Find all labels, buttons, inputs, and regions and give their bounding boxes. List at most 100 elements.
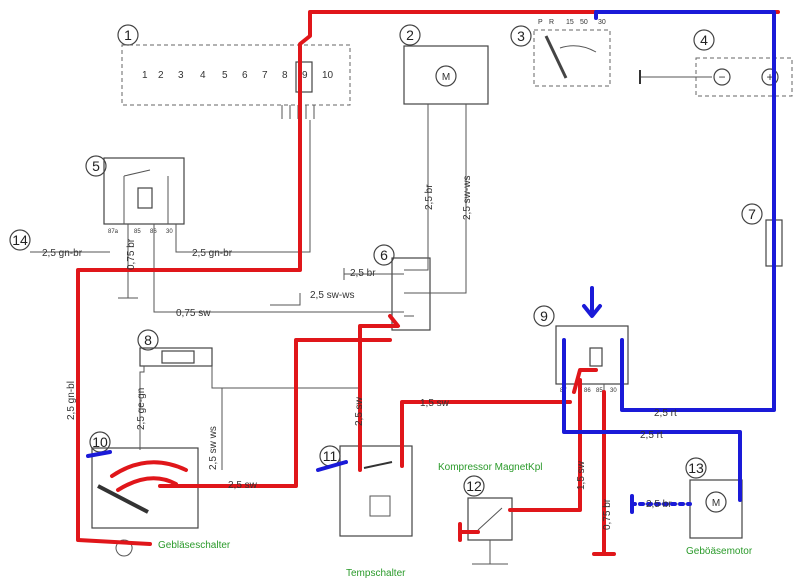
terminal-label: 85: [596, 388, 603, 394]
label-circle-12: [463, 475, 485, 497]
red-wire: [400, 400, 572, 468]
motor-unit-2: 2 M: [399, 24, 489, 118]
blue-marker: [86, 450, 112, 458]
relay-5-contact: [123, 169, 169, 224]
wire-label: 2,5 gn-bl: [66, 381, 77, 420]
component-number-14: 14: [12, 232, 28, 248]
battery: 4 − +: [639, 29, 793, 97]
label-circle-13: [685, 457, 707, 479]
red-switch-arc: [110, 460, 188, 492]
blue-highlight-path: [86, 10, 776, 514]
red-wire: [298, 10, 780, 122]
component-number-10: 10: [92, 434, 108, 450]
wire-label: 2,5 br: [350, 268, 376, 279]
label-circle-14: [9, 229, 31, 251]
label-circle-3: [510, 25, 532, 47]
relay-9-box: [555, 325, 629, 385]
terminal-label: 30: [598, 19, 606, 26]
fuse-number: 7: [262, 70, 268, 81]
wire: [404, 118, 429, 271]
switch-arc: [559, 45, 597, 53]
blower-switch-arm: [97, 484, 149, 514]
clutch-ground: [472, 540, 508, 565]
fuse-number: 6: [242, 70, 248, 81]
terminal-label: R: [549, 19, 554, 26]
component-number-12: 12: [466, 478, 482, 494]
terminal-label: P: [538, 19, 543, 26]
wire-label: 2,5 rt: [654, 408, 677, 419]
relay-5: 5 87a 85 86 30: [85, 155, 185, 235]
wire-label: 2,5 rt: [640, 430, 663, 441]
red-wire: [76, 118, 302, 546]
temp-switch-11: 11: [319, 445, 413, 537]
component-number-7: 7: [748, 206, 756, 222]
terminal-label: 30: [166, 229, 173, 235]
terminal-label: 30: [610, 388, 617, 394]
component-number-4: 4: [700, 32, 708, 48]
battery-minus-icon: [713, 68, 731, 86]
fuse-number-row: 1 2 3 4 5 6 7 8 9 10: [142, 70, 334, 81]
annotation-geboaesemotor: Geböäsemotor: [686, 546, 753, 557]
arrow-down-icon: [582, 286, 602, 318]
blue-marker: [316, 460, 348, 472]
black-wiring: [30, 118, 690, 540]
label-circle-7: [741, 203, 763, 225]
wire-label: 1,5 sw: [576, 460, 587, 490]
blower-motor-13: 13 M: [685, 457, 743, 539]
connector-14: 14: [9, 229, 31, 251]
wire-label: 2,5 ge-gn: [136, 388, 147, 430]
motor-icon: [435, 65, 457, 87]
wire: [139, 366, 145, 450]
fuse-number: 5: [222, 70, 228, 81]
blower-motor-box: [689, 479, 743, 539]
minus-symbol: −: [718, 70, 725, 84]
blower-switch-10: 10: [89, 431, 199, 557]
resistor-8-box: [139, 347, 213, 367]
wire-label: 2,5 gn-br: [192, 248, 233, 259]
wire: [270, 293, 301, 306]
wire-label: 2,5 sw-ws: [462, 176, 473, 220]
relay-5-box: [103, 157, 185, 225]
red-highlight-path: [76, 10, 780, 556]
wire: [175, 120, 311, 253]
component-number-9: 9: [540, 308, 548, 324]
label-circle-5: [85, 155, 107, 177]
fuse-number: 4: [200, 70, 206, 81]
blue-wire: [562, 338, 742, 502]
component-number-13: 13: [688, 460, 704, 476]
wire: [118, 224, 138, 299]
red-wire: [158, 338, 392, 488]
component-number-6: 6: [380, 247, 388, 263]
label-circle-9: [533, 305, 555, 327]
annotation-kompressor: Kompressor MagnetKpl: [438, 462, 543, 473]
label-circle-2: [399, 24, 421, 46]
label-circle-6: [373, 244, 395, 266]
resistor-element: [161, 350, 195, 364]
motor-symbol: M: [442, 72, 450, 83]
fuse-number: 10: [322, 70, 334, 81]
temp-switch-contact: [363, 461, 393, 469]
wire-label: 0,75 br: [126, 238, 137, 270]
connector-6: 6: [373, 244, 431, 331]
red-wire: [358, 314, 400, 472]
red-wire: [592, 390, 616, 556]
component-number-3: 3: [517, 28, 525, 44]
terminal-label: 86: [584, 388, 591, 394]
battery-plus-icon: [761, 68, 779, 86]
thermo-element: [369, 495, 391, 517]
plus-symbol: +: [766, 70, 773, 84]
fuse-number: 9: [302, 70, 308, 81]
annotations: Gebläseschalter Tempschalter Kompressor …: [158, 462, 753, 579]
wire-label: 0,75 br: [602, 498, 613, 530]
wire-label: 2,5 sw-ws: [310, 290, 354, 301]
fuse-9: [295, 61, 313, 93]
ignition-switch-outline: [533, 29, 611, 87]
clutch-coil: [477, 507, 503, 531]
fuse-box: 1 1 2 3 4 5 6 7 8 9 10: [117, 24, 351, 119]
ignition-switch: 3 P R 15 50 30: [510, 19, 611, 87]
wire-label: 1,5 sw: [420, 398, 450, 409]
component-number-2: 2: [406, 27, 414, 43]
resistor-8: 8: [137, 329, 213, 367]
fuse-number: 2: [158, 70, 164, 81]
